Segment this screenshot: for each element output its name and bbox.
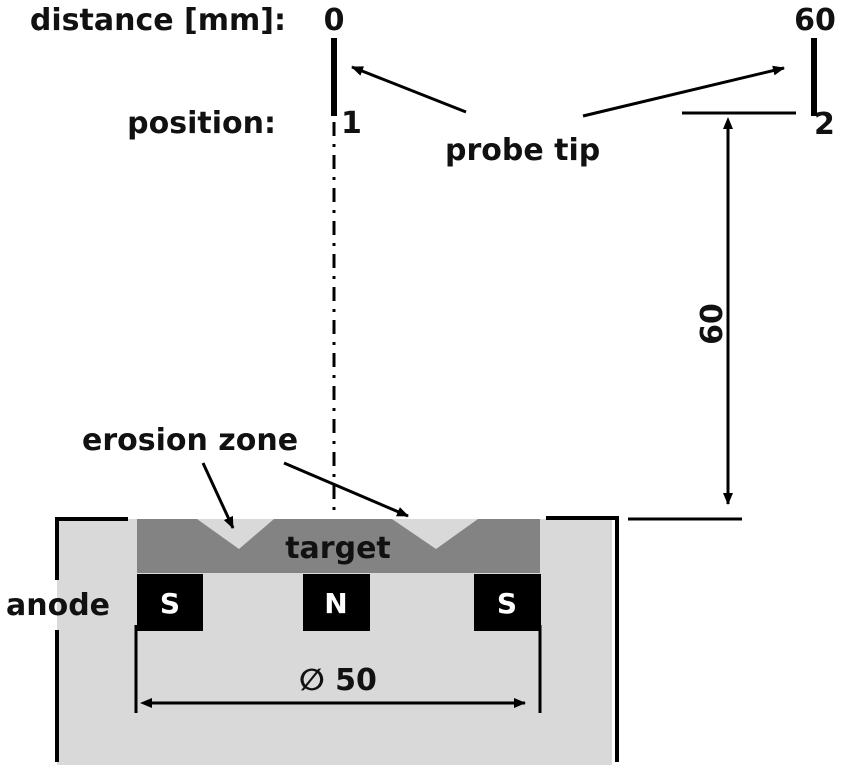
anode-right-edge bbox=[546, 516, 619, 762]
height-label-background bbox=[698, 300, 724, 348]
height-dimension-label: 60 bbox=[695, 303, 730, 345]
erosion-zone-arrow-left bbox=[201, 462, 235, 529]
anode-left-edge bbox=[55, 517, 128, 580]
magnet-right: S bbox=[474, 574, 541, 631]
position-value-2: 2 bbox=[814, 107, 835, 142]
magnet-center: N bbox=[303, 574, 370, 631]
distance-label: distance [mm]: bbox=[30, 3, 286, 38]
diameter-label: ∅ 50 bbox=[299, 663, 377, 698]
probe-tip-position-2 bbox=[811, 38, 817, 116]
magnet-center-body bbox=[303, 574, 370, 631]
anode-label: anode bbox=[6, 588, 110, 623]
position-label: position: bbox=[127, 106, 276, 141]
magnet-left-body bbox=[137, 574, 203, 631]
magnet-right-body bbox=[474, 574, 541, 631]
magnet-center-pole: N bbox=[324, 587, 347, 620]
probe-tip-position-1 bbox=[331, 38, 337, 116]
magnet-left: S bbox=[137, 574, 203, 631]
magnet-right-pole: S bbox=[497, 587, 517, 620]
erosion-zone-label: erosion zone bbox=[82, 423, 298, 458]
probe-tip-arrow-2 bbox=[582, 65, 785, 118]
position-value-1: 1 bbox=[341, 106, 362, 141]
erosion-zone-arrow-right bbox=[283, 461, 409, 518]
magnet-left-pole: S bbox=[160, 587, 180, 620]
target bbox=[137, 519, 540, 573]
distance-value-60: 60 bbox=[794, 3, 836, 38]
target-label: target bbox=[285, 531, 391, 566]
probe-tip-arrow-1 bbox=[351, 65, 467, 114]
distance-value-0: 0 bbox=[324, 3, 345, 38]
probe-tip-label: probe tip bbox=[445, 133, 600, 168]
